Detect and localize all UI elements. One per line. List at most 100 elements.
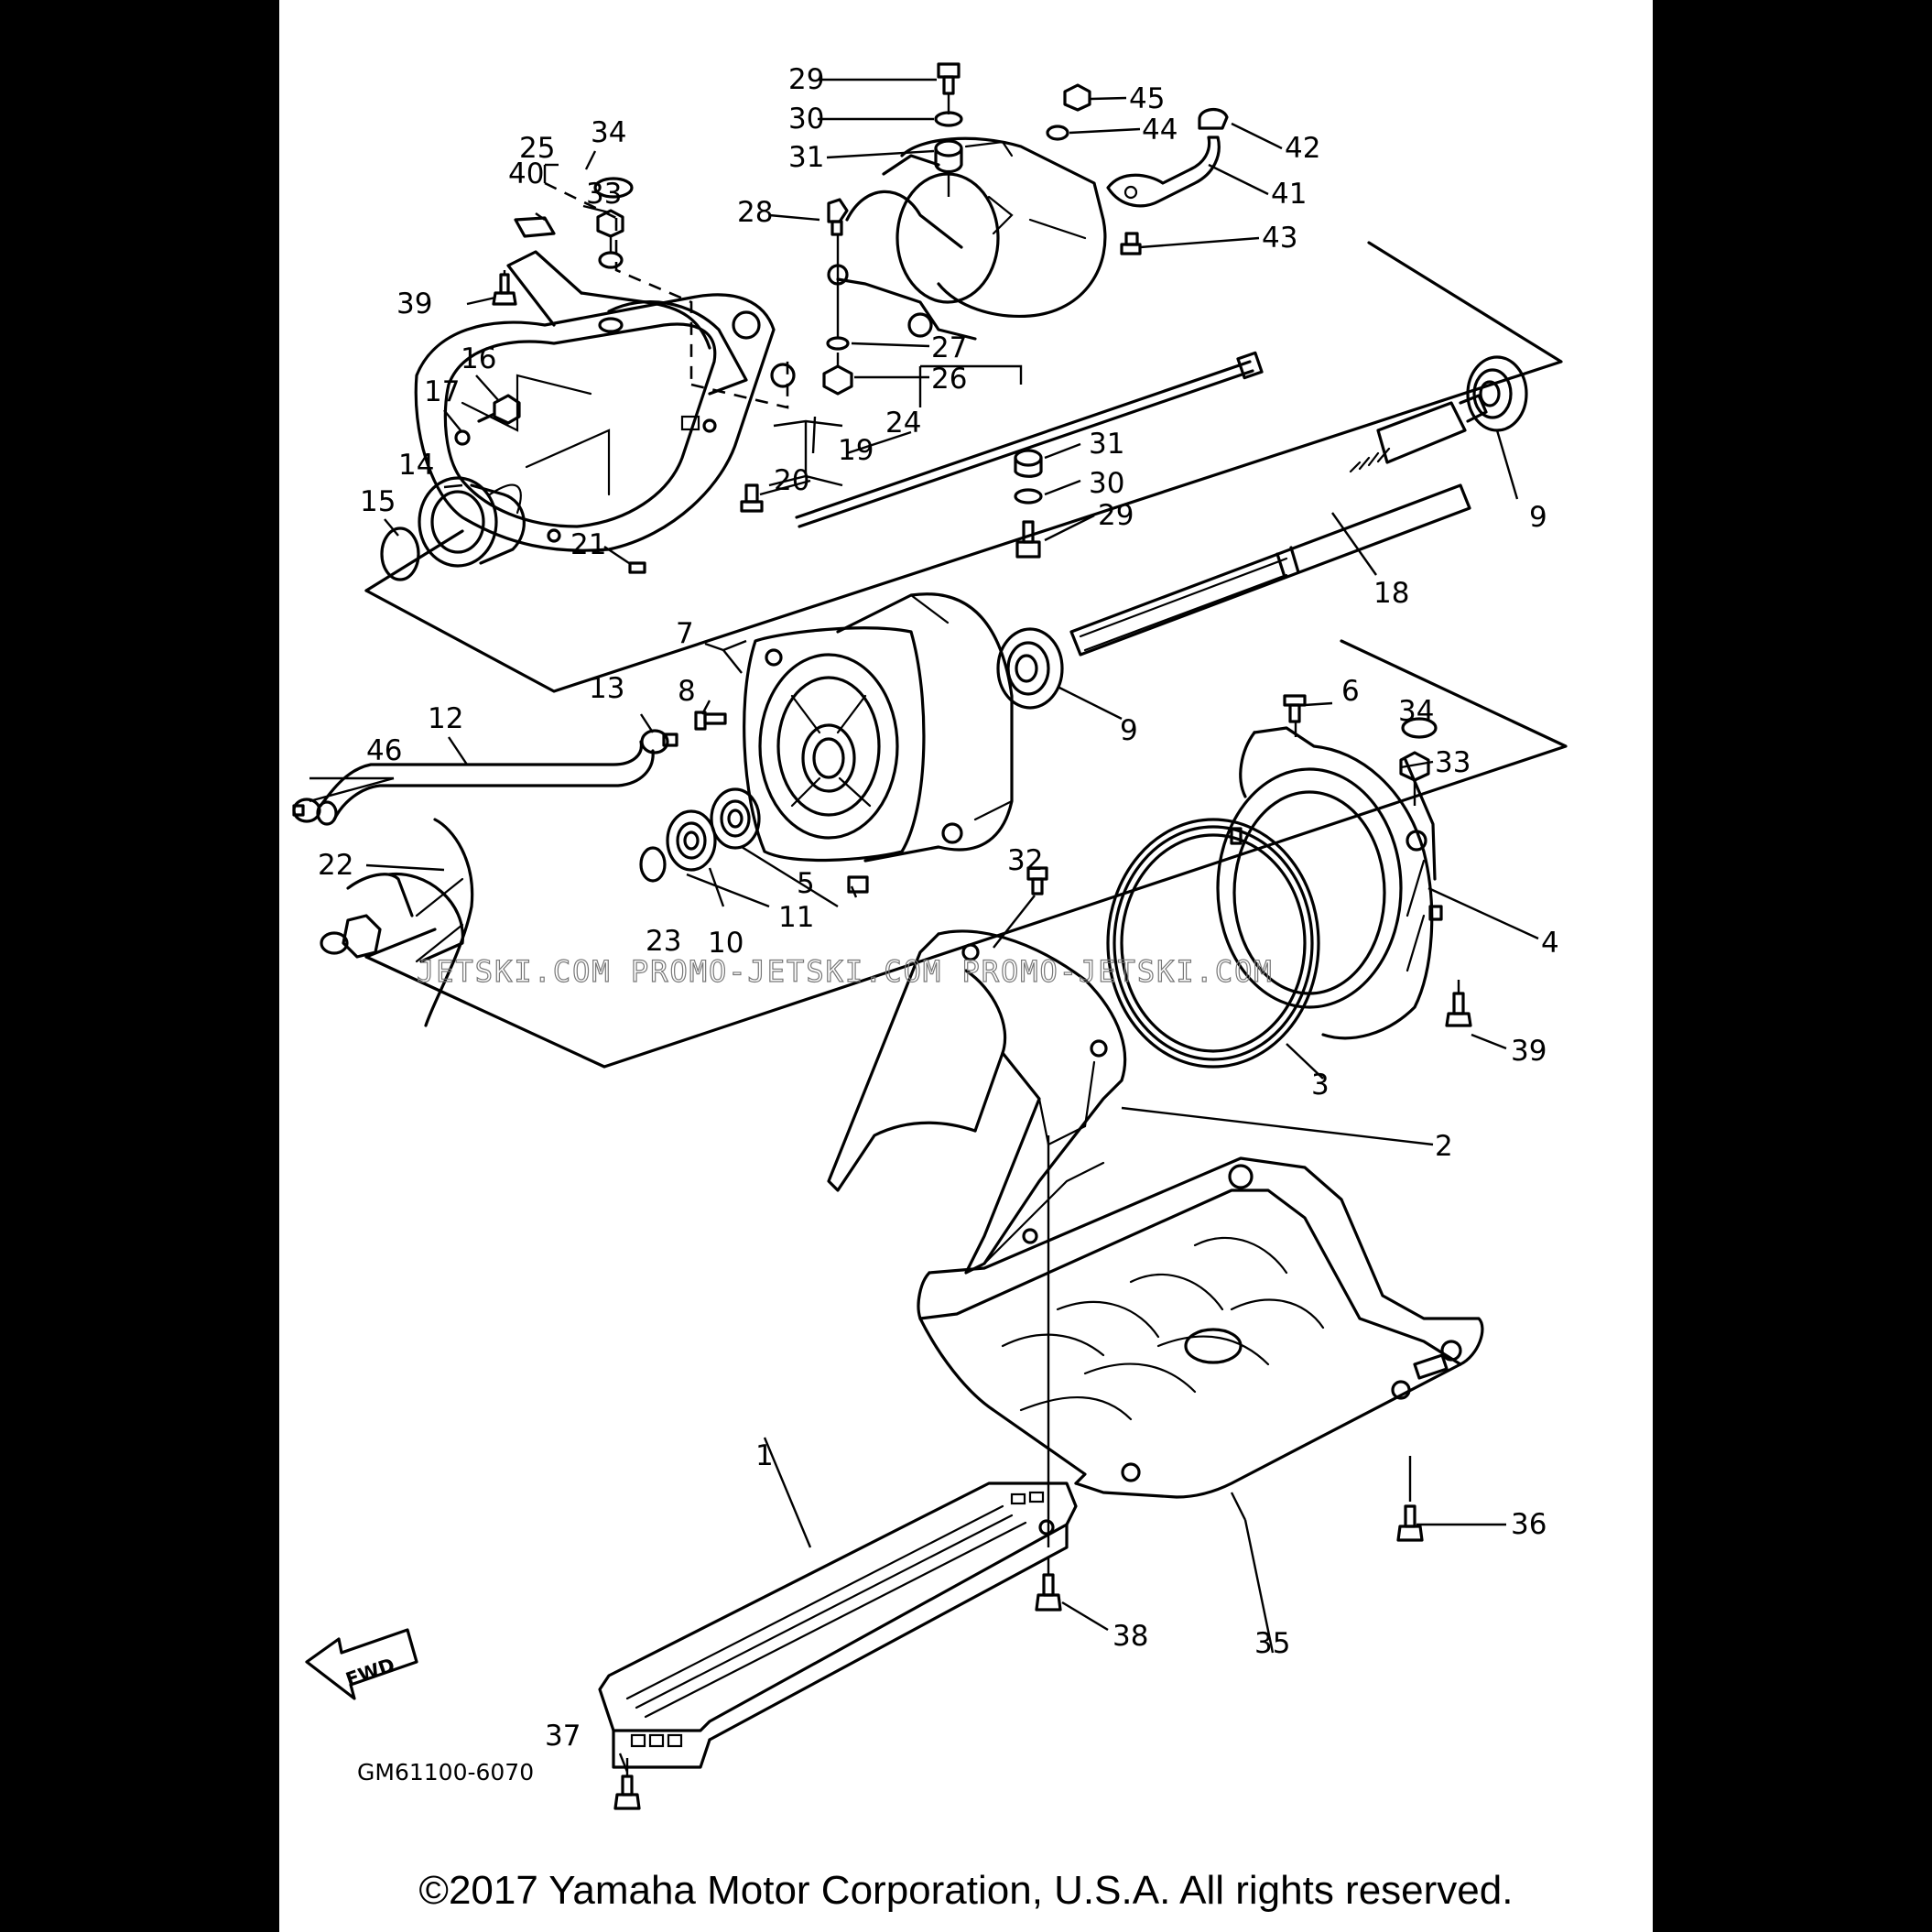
part-16-bolt: [477, 394, 521, 425]
fwd-label: FWD: [343, 1654, 398, 1691]
part-24-stud: [795, 351, 1264, 528]
part-39-bolt-lower: [1445, 992, 1472, 1027]
label-14: 14: [398, 449, 434, 482]
label-16: 16: [461, 342, 496, 375]
part-6-pin: [847, 875, 869, 894]
label-12: 12: [428, 702, 463, 735]
label-46: 46: [366, 734, 402, 767]
part-39-bolt-upper: [492, 273, 517, 306]
part-42-cap: [1198, 108, 1229, 130]
label-27: 27: [931, 331, 967, 364]
label-35: 35: [1254, 1627, 1290, 1660]
label-21: 21: [570, 528, 606, 561]
label-45: 45: [1129, 82, 1165, 115]
jet-unit-exploded-diagram: FWD JETSKI.COM PROMO-JETSKI.COM PROMO-JE…: [292, 62, 1568, 1810]
label-38: 38: [1113, 1620, 1148, 1653]
part-30-washer-upper: [934, 111, 963, 127]
part-35-ride-plate: [917, 1156, 1484, 1499]
part-41-lever: [1106, 136, 1221, 208]
label-41: 41: [1271, 178, 1307, 211]
label-40: 40: [508, 157, 544, 190]
label-28: 28: [737, 196, 773, 229]
part-32-bolt: [1026, 866, 1048, 895]
part-31-collar-upper: [934, 139, 963, 174]
part-7-impeller-housing: [743, 592, 1014, 863]
label-32: 32: [1007, 844, 1043, 877]
part-45-nut: [1063, 83, 1091, 112]
label-30-upper: 30: [788, 103, 824, 136]
part-31-collar-lower: [1014, 449, 1043, 478]
part-34-cap-lower: [1401, 717, 1438, 739]
label-25: 25: [519, 132, 555, 165]
parts-diagram-sheet: FWD JETSKI.COM PROMO-JETSKI.COM PROMO-JE…: [279, 0, 1653, 1932]
label-15: 15: [360, 485, 396, 518]
part-38-bolt: [1035, 1573, 1062, 1612]
label-42: 42: [1285, 132, 1320, 165]
part-29-bolt-lower: [1015, 520, 1041, 559]
label-26: 26: [931, 363, 967, 396]
label-39-lower: 39: [1511, 1035, 1547, 1068]
part-code: GM61100-6070: [357, 1759, 534, 1785]
part-2-plate: [827, 929, 1127, 1275]
group-outline-upper: [364, 241, 1563, 693]
part-12-hose: [316, 740, 655, 826]
part-46-clamp: [292, 798, 321, 823]
part-14-cover: [418, 476, 526, 568]
label-20: 20: [774, 464, 809, 497]
alignment-lines: [503, 93, 1460, 1776]
part-17-washer: [454, 429, 471, 446]
copyright-footer: ©2017 Yamaha Motor Corporation, U.S.A. A…: [418, 1868, 1514, 1913]
part-8-bolt: [694, 711, 727, 731]
label-23: 23: [646, 925, 681, 958]
part-26-nut: [822, 364, 853, 396]
label-17: 17: [424, 375, 460, 408]
label-22: 22: [318, 849, 353, 882]
label-8: 8: [678, 675, 696, 708]
part-29-bolt-upper: [937, 62, 961, 95]
label-39-upper: 39: [396, 288, 432, 320]
label-7: 7: [676, 617, 694, 650]
label-9-upper: 9: [1529, 501, 1547, 534]
label-5: 6: [1341, 675, 1360, 708]
part-25-deflector: [827, 136, 1107, 341]
jet-nozzle-housing: [414, 250, 796, 552]
part-21-pin: [628, 561, 646, 574]
part-18-drive-shaft: [1069, 394, 1488, 657]
part-36-bolt: [1396, 1504, 1424, 1542]
fwd-arrow-icon: FWD: [305, 1628, 418, 1700]
label-19: 19: [838, 434, 874, 467]
label-6: 5: [797, 867, 815, 900]
part-13-clamp: [640, 729, 678, 754]
label-2: 2: [1435, 1130, 1453, 1163]
part-5-bolt: [1283, 694, 1307, 723]
part-28-nipple: [827, 198, 849, 236]
part-27-washer: [826, 336, 850, 351]
label-13: 13: [589, 672, 624, 705]
label-34-upper: 34: [591, 116, 626, 149]
leader-lines: [309, 78, 1539, 1773]
part-34-cap-upper: [593, 177, 634, 199]
label-11: 11: [778, 901, 814, 934]
label-29-upper: 29: [788, 63, 824, 96]
part-15-oring: [380, 526, 420, 581]
part-44-washer: [1046, 125, 1069, 141]
part-4-duct: [1216, 726, 1443, 1040]
part-22-impeller: [320, 818, 474, 1027]
label-33-lower: 33: [1435, 746, 1471, 779]
part-23-washer: [639, 846, 667, 883]
label-24: 24: [885, 407, 921, 440]
label-10: 10: [708, 927, 743, 960]
part-37-bolt: [613, 1775, 641, 1810]
label-1: 1: [755, 1439, 774, 1472]
part-1-intake-grate: [598, 1482, 1078, 1769]
label-4: 4: [1541, 927, 1559, 960]
part-9-bearing-upper: [1466, 355, 1528, 432]
part-10-bearing: [666, 809, 717, 872]
label-33-upper: 33: [586, 178, 622, 211]
label-43: 43: [1262, 222, 1297, 255]
label-44: 44: [1142, 114, 1178, 147]
label-31-upper: 31: [788, 141, 824, 174]
label-36: 36: [1511, 1508, 1547, 1541]
part-9-bearing-middle: [996, 627, 1064, 710]
watermark-text: JETSKI.COM PROMO-JETSKI.COM PROMO-JETSKI…: [417, 954, 1274, 989]
